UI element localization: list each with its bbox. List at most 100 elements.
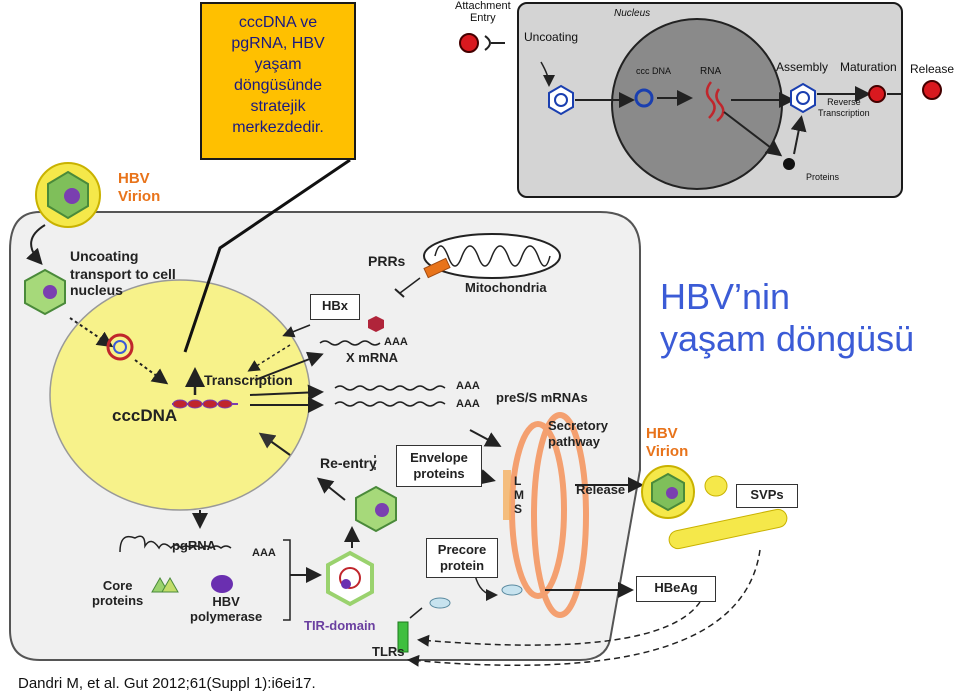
hbv-virion-release-line2: Virion	[646, 443, 689, 460]
inset-uncoating-label: Uncoating	[524, 30, 579, 44]
callout-line-2: pgRNA, HBV	[231, 35, 325, 52]
callout-line-5: stratejik	[250, 98, 306, 115]
pres-aaa-label-2: AAA	[456, 398, 480, 410]
callout-line-6: merkezdedir.	[232, 119, 324, 136]
release-label: Release	[576, 482, 626, 497]
hbv-virion-release-label: HBV Virion	[646, 425, 688, 461]
hbeag-box: HBeAg	[636, 576, 716, 602]
x-mrna-strand	[319, 340, 381, 346]
pres-mrna-strand-2	[334, 401, 446, 407]
precore-protein-box: Precore protein	[426, 538, 498, 578]
precore-protein-icon	[429, 597, 451, 609]
m-protein-label: M	[514, 488, 524, 502]
tlr-receptor-icon	[397, 621, 409, 653]
er-secretory-membrane	[509, 412, 589, 618]
svp-sphere-icon	[704, 475, 728, 497]
polymerase-hbv-line: HBV	[212, 594, 240, 609]
prr-receptor-icon	[423, 257, 451, 279]
pgrna-strand	[119, 535, 232, 553]
inset-assembly-label: Assembly	[776, 60, 829, 74]
core-proteins-label: Core proteins	[92, 578, 143, 608]
inset-cccdna-icon	[634, 88, 654, 108]
cccdna-chromatin-icon	[172, 399, 238, 409]
inset-maturation-icon	[868, 85, 886, 103]
precore-line1: Precore	[437, 542, 487, 557]
x-mrna-aaa-label: AAA	[384, 336, 408, 348]
rcdna-icon	[106, 333, 134, 361]
hbv-polymerase-icon	[211, 575, 233, 593]
inset-nucleus-label: Nucleus	[614, 8, 651, 19]
hbv-virion-top-line2: Virion	[118, 188, 161, 205]
cccdna-label: cccDNA	[112, 406, 178, 425]
inset-reverse-line2: Transcription	[818, 108, 870, 118]
inset-attachment-particle	[459, 33, 505, 53]
inset-reverse-line1: Reverse	[827, 97, 861, 107]
hbv-polymerase-label: HBV polymerase	[190, 594, 262, 624]
slide-title: HBV’nin yaşam döngüsü	[660, 276, 914, 360]
mitochondria-label: Mitochondria	[465, 280, 547, 295]
inset-maturation-label: Maturation	[840, 60, 897, 74]
inset-rna-label: RNA	[700, 66, 722, 77]
inset-proteins-icon	[783, 158, 795, 170]
inset-attachment-label: Attachment Entry	[455, 0, 511, 24]
callout-line-4: döngüsünde	[233, 77, 323, 94]
inset-reverse-transcription-label: Reverse Transcription	[818, 97, 870, 119]
inset-release-label: Release	[910, 62, 955, 76]
secretory-pathway-label: Secretory pathway	[548, 418, 608, 450]
immature-capsid-icon	[326, 550, 374, 607]
callout-pointer-line	[183, 158, 351, 353]
transport-label: transport to cell nucleus	[70, 266, 176, 298]
citation-text: Dandri M, et al. Gut 2012;61(Suppl 1):i6…	[18, 675, 316, 692]
lms-labels: L M S	[514, 474, 524, 516]
callout-line-1: cccDNA ve	[238, 14, 318, 31]
hbv-virion-top-label: HBV Virion	[118, 170, 160, 206]
envelope-line2: proteins	[413, 466, 465, 481]
inset-capsid-icon	[548, 84, 574, 116]
secretory-line2: pathway	[548, 434, 601, 449]
slide-title-line2: yaşam döngüsü	[660, 318, 915, 359]
polymerase-line: polymerase	[190, 609, 263, 624]
inset-graphics	[540, 18, 901, 190]
prrs-label: PRRs	[368, 253, 406, 269]
pgrna-label: pgRNA	[172, 538, 217, 553]
envelope-proteins-box: Envelope proteins	[396, 445, 482, 487]
tir-domain-label: TIR-domain	[304, 618, 376, 633]
slide-title-line1: HBV’nin	[660, 276, 791, 317]
svp-filament-icon	[668, 508, 788, 550]
inset-attachment-line2: Entry	[469, 12, 496, 24]
hbv-virion-top-icon	[35, 162, 101, 228]
core-line2: proteins	[92, 593, 144, 608]
inset-attachment-line1: Attachment	[455, 0, 511, 12]
core-line1: Core	[102, 578, 133, 593]
inset-proteins-label: Proteins	[806, 172, 840, 182]
inset-release-particle	[922, 80, 942, 100]
hbv-virion-release-line1: HBV	[646, 425, 678, 442]
inset-lifecycle-panel	[517, 2, 903, 198]
reentry-capsid-icon	[355, 485, 397, 533]
hbv-virion-release-icon	[641, 465, 695, 519]
precore-line2: protein	[439, 558, 485, 573]
transport-line2: nucleus	[70, 282, 123, 298]
uncoating-label: Uncoating	[70, 248, 139, 264]
transport-line1: transport to cell	[70, 266, 176, 282]
pres-mrnas-label: preS/S mRNAs	[496, 390, 588, 405]
inset-assembly-capsid-icon	[790, 82, 816, 114]
hbx-box: HBx	[310, 294, 360, 320]
inset-cccdna-label: ccc DNA	[636, 66, 672, 76]
pres-mrna-strand-1	[334, 385, 446, 391]
s-protein-label: S	[514, 502, 523, 516]
mitochondria-icon	[423, 233, 561, 279]
x-mrna-label: X mRNA	[346, 350, 399, 365]
pgrna-aaa-label: AAA	[252, 547, 276, 559]
hbv-virion-top-line1: HBV	[118, 170, 150, 187]
envelope-line1: Envelope	[410, 450, 468, 465]
secretory-line1: Secretory	[548, 418, 608, 433]
l-protein-label: L	[514, 474, 522, 488]
svps-box: SVPs	[736, 484, 798, 508]
callout-line-3: yaşam	[254, 56, 302, 73]
reentry-label: Re-entry	[320, 455, 377, 471]
hbx-protein-icon	[368, 316, 384, 332]
tlrs-label: TLRs	[372, 644, 405, 659]
callout-box: cccDNA ve pgRNA, HBV yaşam döngüsünde st…	[200, 2, 356, 160]
pres-aaa-label-1: AAA	[456, 380, 480, 392]
